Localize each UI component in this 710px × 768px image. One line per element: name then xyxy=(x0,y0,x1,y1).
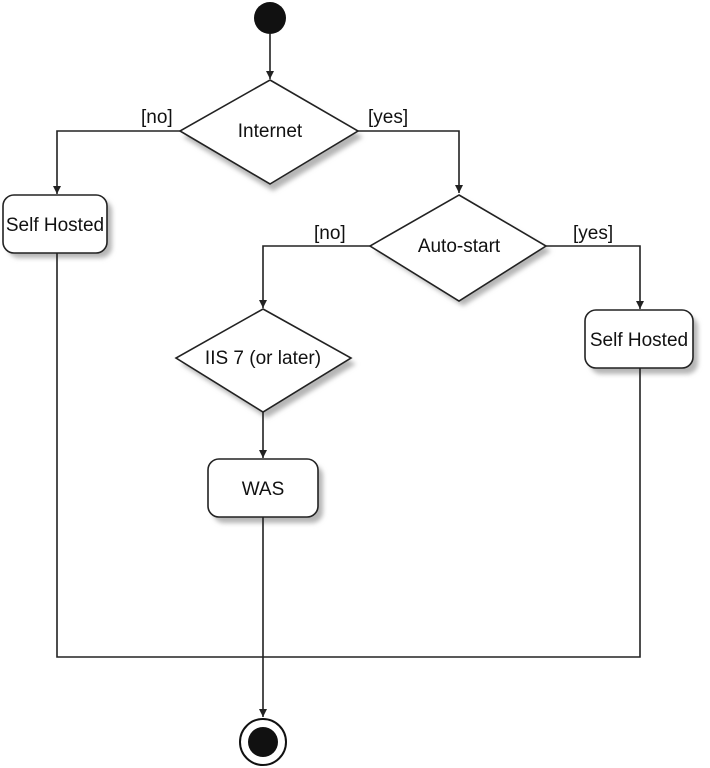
edge-internet-no xyxy=(53,130,180,194)
decision-auto-start-label: Auto-start xyxy=(418,236,501,257)
guard-autostart-yes: [yes] xyxy=(573,223,613,244)
activity-self-hosted-right-label: Self Hosted xyxy=(590,330,688,351)
activity-self-hosted-left xyxy=(2,194,108,254)
activity-self-hosted-left-label: Self Hosted xyxy=(6,215,104,236)
decision-iis7-label: IIS 7 (or later) xyxy=(205,348,321,369)
activity-self-hosted-right xyxy=(584,309,694,369)
decision-internet xyxy=(178,79,360,185)
activity-was-label: WAS xyxy=(242,479,285,500)
start-node xyxy=(254,2,286,34)
edge-autostart-no xyxy=(259,245,370,308)
guard-internet-no: [no] xyxy=(141,107,173,128)
edge-autostart-yes xyxy=(546,245,644,309)
guard-internet-yes: [yes] xyxy=(368,107,408,128)
end-node-dot xyxy=(248,727,278,757)
decision-auto-start xyxy=(368,194,548,302)
edge-self-hosted-left-down xyxy=(56,253,641,658)
edge-internet-yes xyxy=(358,130,463,193)
guard-autostart-no: [no] xyxy=(314,223,346,244)
decision-internet-label: Internet xyxy=(238,121,303,142)
